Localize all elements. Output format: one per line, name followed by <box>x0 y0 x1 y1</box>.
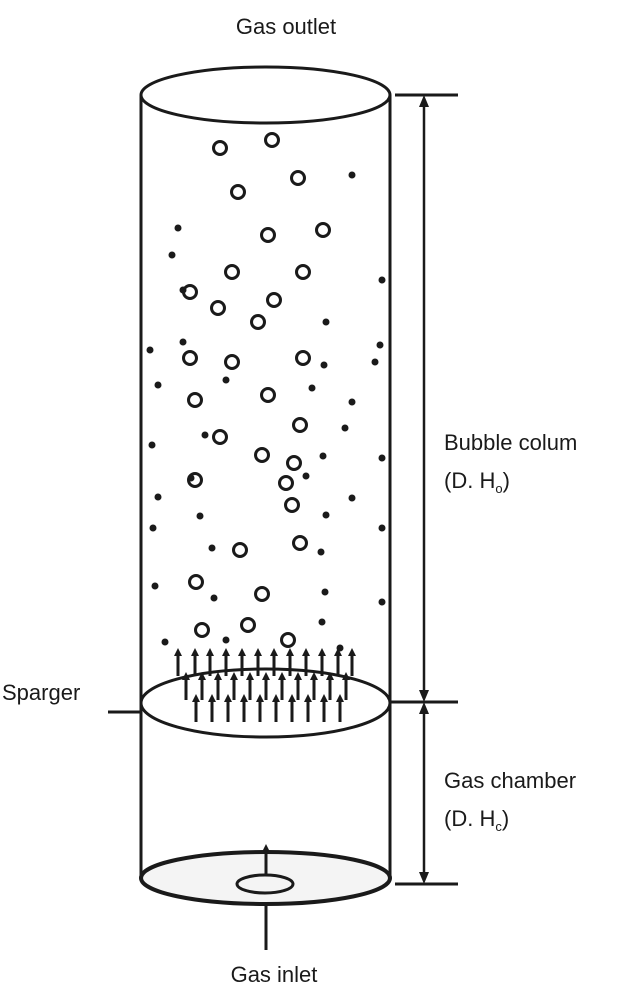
dimension-lines <box>395 93 458 886</box>
gas-chamber-dim-prefix: (D. H <box>444 806 495 831</box>
gas-bubble <box>286 455 302 471</box>
column-top-rim <box>139 65 392 125</box>
liquid-particle <box>149 524 157 532</box>
gas-bubble <box>295 264 311 280</box>
gas-chamber-label: Gas chamber <box>444 768 576 793</box>
liquid-particle <box>371 358 379 366</box>
bubble-column-dim-subscript: o <box>495 481 502 496</box>
gas-bubble <box>264 132 280 148</box>
liquid-particle <box>321 588 329 596</box>
liquid-particle <box>378 598 386 606</box>
gas-bubble <box>254 586 270 602</box>
sparger-label: Sparger <box>2 680 80 705</box>
liquid-particle <box>179 338 187 346</box>
gas-bubble <box>230 184 246 200</box>
gas-bubble <box>212 429 228 445</box>
liquid-particle <box>210 594 218 602</box>
liquid-particle <box>196 512 204 520</box>
gas-bubble <box>292 417 308 433</box>
liquid-particle <box>378 524 386 532</box>
liquid-particle <box>151 582 159 590</box>
gas-bubble <box>292 535 308 551</box>
liquid-particle <box>148 441 156 449</box>
gas-bubble <box>254 447 270 463</box>
gas-bubble <box>295 350 311 366</box>
bubble-column-dim-suffix: ) <box>503 468 510 493</box>
liquid-particle <box>179 286 187 294</box>
liquid-particle <box>320 361 328 369</box>
liquid-particle <box>341 424 349 432</box>
gas-bubble <box>266 292 282 308</box>
liquid-particle <box>318 618 326 626</box>
liquid-particle <box>319 452 327 460</box>
liquid-particles <box>146 171 386 652</box>
gas-bubble <box>182 350 198 366</box>
liquid-particle <box>168 251 176 259</box>
gas-chamber-dim-subscript: c <box>495 819 502 834</box>
liquid-particle <box>322 511 330 519</box>
liquid-particle <box>222 376 230 384</box>
gas-bubble <box>194 622 210 638</box>
sparger-gas-jets <box>174 648 356 722</box>
gas-bubble <box>250 314 266 330</box>
gas-bubble <box>290 170 306 186</box>
bubble-column-dimension-label: (D. Ho) <box>444 468 510 496</box>
liquid-particle <box>317 548 325 556</box>
liquid-particle <box>348 398 356 406</box>
gas-bubble <box>187 392 203 408</box>
gas-outlet-label: Gas outlet <box>236 14 336 39</box>
gas-bubble <box>260 227 276 243</box>
liquid-particle <box>376 341 384 349</box>
liquid-particle <box>174 224 182 232</box>
liquid-particle <box>322 318 330 326</box>
gas-bubble <box>188 574 204 590</box>
gas-bubbles <box>182 132 331 648</box>
gas-bubble <box>280 632 296 648</box>
gas-chamber-dimension-label: (D. Hc) <box>444 806 509 834</box>
liquid-particle <box>208 544 216 552</box>
gas-chamber-dim-suffix: ) <box>502 806 509 831</box>
liquid-particle <box>154 381 162 389</box>
gas-bubble <box>260 387 276 403</box>
liquid-particle <box>308 384 316 392</box>
gas-bubble <box>240 617 256 633</box>
liquid-particle <box>348 494 356 502</box>
column-body <box>139 65 392 906</box>
gas-bubble <box>232 542 248 558</box>
gas-inlet-ring <box>235 873 295 895</box>
gas-bubble <box>210 300 226 316</box>
bubble-column-dim-prefix: (D. H <box>444 468 495 493</box>
liquid-particle <box>336 644 344 652</box>
gas-bubble <box>224 264 240 280</box>
bubble-column-label: Bubble colum <box>444 430 577 455</box>
gas-bubble <box>224 354 240 370</box>
gas-bubble <box>284 497 300 513</box>
liquid-particle <box>222 636 230 644</box>
gas-bubble <box>212 140 228 156</box>
liquid-particle <box>161 638 169 646</box>
liquid-particle <box>302 472 310 480</box>
liquid-particle <box>378 276 386 284</box>
liquid-particle <box>154 493 162 501</box>
liquid-particle <box>187 474 195 482</box>
gas-bubble <box>278 475 294 491</box>
liquid-particle <box>201 431 209 439</box>
gas-bubble <box>315 222 331 238</box>
liquid-particle <box>378 454 386 462</box>
gas-inlet-label: Gas inlet <box>231 962 318 987</box>
liquid-particle <box>348 171 356 179</box>
liquid-particle <box>146 346 154 354</box>
